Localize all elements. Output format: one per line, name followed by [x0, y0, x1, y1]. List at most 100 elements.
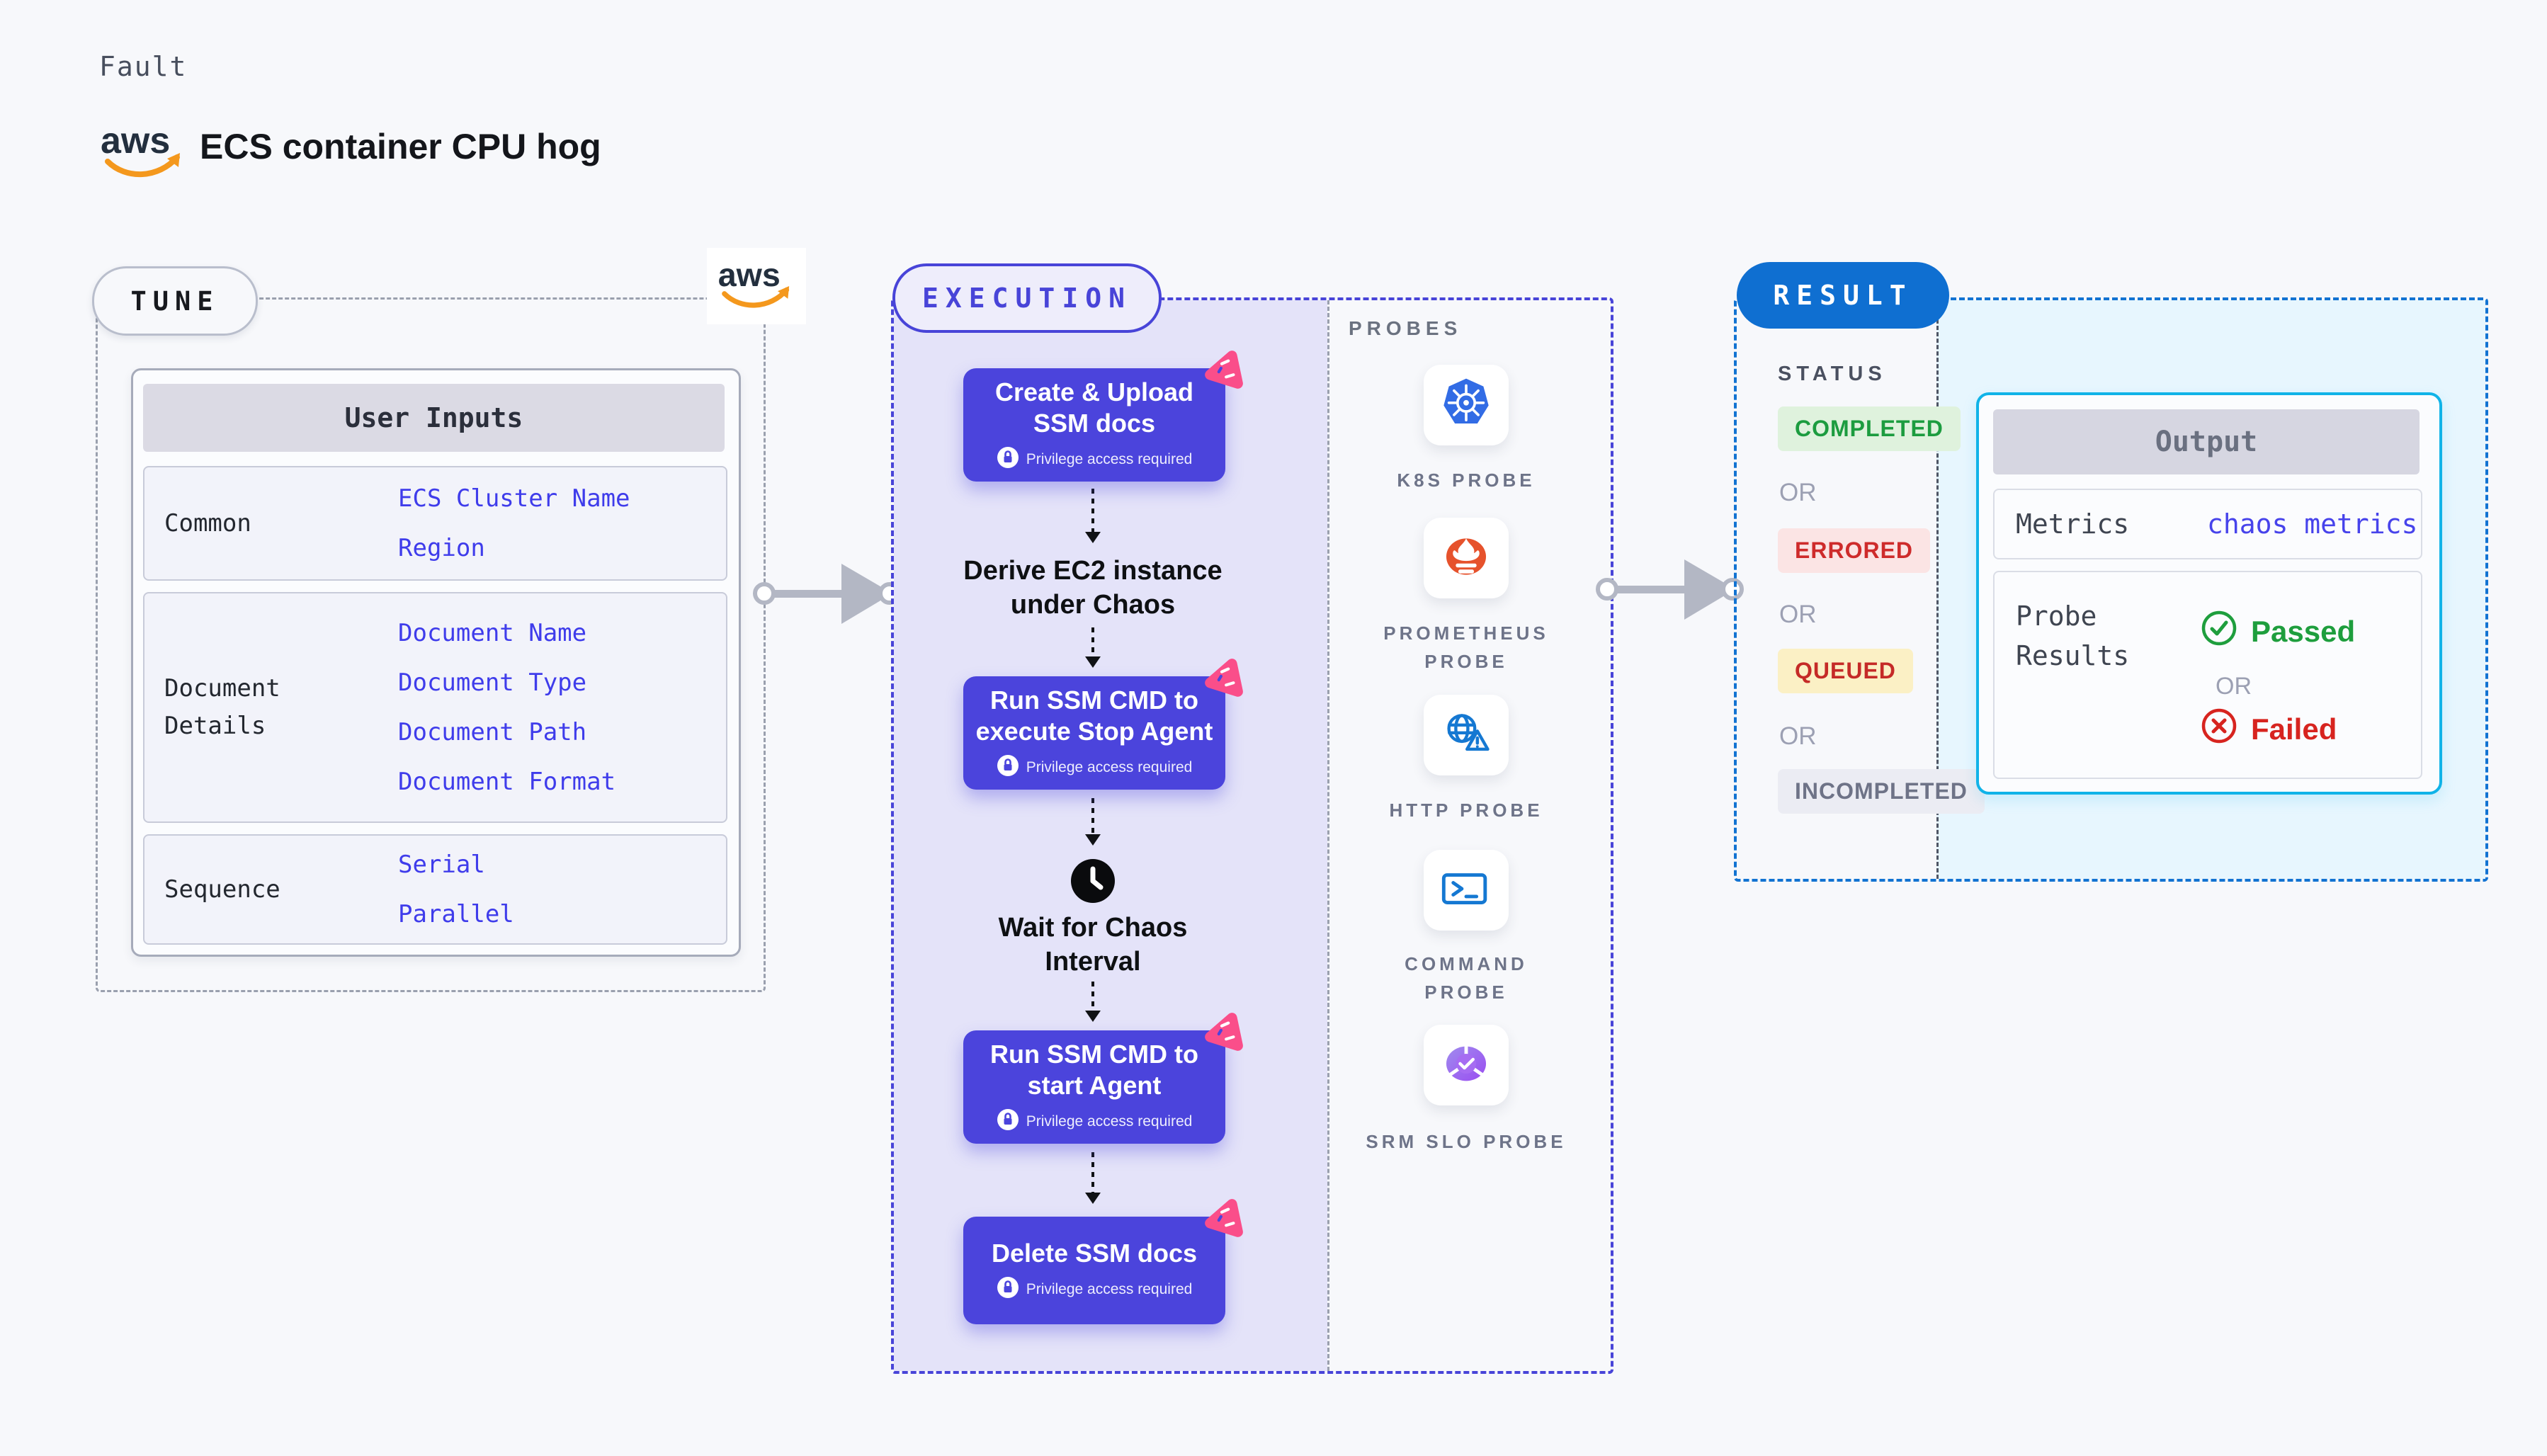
result-divider — [1936, 300, 1939, 879]
input-row-label: Document Details — [164, 674, 280, 740]
lock-icon — [997, 754, 1019, 781]
or-label: OR — [1779, 601, 1817, 628]
prometheus-icon — [1439, 529, 1494, 588]
failed-indicator: Failed — [2200, 707, 2337, 752]
passed-indicator: Passed — [2200, 609, 2355, 654]
tune-section — [96, 297, 766, 992]
status-heading: STATUS — [1778, 363, 1887, 385]
input-value: Region — [398, 534, 485, 562]
passed-text: Passed — [2251, 615, 2356, 648]
step-delete-ssm-docs: Delete SSM docs Privilege access require… — [963, 1199, 1243, 1324]
aws-logo: aws — [707, 248, 806, 324]
kubernetes-icon — [1439, 376, 1494, 435]
result-badge: RESULT — [1737, 262, 1949, 329]
flow-connector — [1091, 627, 1094, 664]
status-badge-completed: COMPLETED — [1778, 406, 1961, 451]
step-derive-ec2-label: Derive EC2 instance under Chaos — [963, 556, 1223, 620]
slo-donut-icon — [1439, 1036, 1494, 1095]
x-circle-icon — [2200, 707, 2238, 752]
privilege-text: Privilege access required — [1026, 1281, 1193, 1297]
svg-text:aws: aws — [101, 120, 170, 161]
failed-text: Failed — [2251, 712, 2337, 746]
probe-label: HTTP PROBE — [1389, 800, 1543, 821]
status-badge-incompleted: INCOMPLETED — [1778, 769, 1985, 814]
privilege-text: Privilege access required — [1026, 1113, 1193, 1130]
step-run-ssm-stop-agent: Run SSM CMD to execute Stop Agent Privil… — [963, 659, 1243, 790]
flow-connector — [1091, 982, 1094, 1018]
chaos-icon — [1201, 1011, 1245, 1054]
probe-label: SRM SLO PROBE — [1366, 1131, 1567, 1152]
input-row-document-details: Document Details Document Name Document … — [143, 592, 727, 823]
page-title: ECS container CPU hog — [200, 127, 601, 166]
input-value: Serial — [398, 851, 485, 879]
input-value: Document Name — [398, 619, 587, 647]
clock-icon — [1070, 858, 1116, 907]
result-section: STATUS COMPLETED OR ERRORED OR QUEUED OR… — [1734, 297, 2488, 882]
input-value: Document Path — [398, 718, 587, 746]
input-value: Parallel — [398, 900, 514, 928]
probe-label: K8S PROBE — [1397, 470, 1536, 491]
privilege-note: Privilege access required — [997, 1108, 1193, 1135]
execution-section: Create & Upload SSM docs Privilege acces… — [891, 297, 1613, 1374]
probe-card-command — [1424, 850, 1509, 931]
chaos-icon — [1201, 348, 1245, 392]
input-row-values: Document Name Document Type Document Pat… — [398, 593, 616, 821]
flow-connector — [1091, 489, 1094, 540]
input-row-common: Common ECS Cluster Name Region — [143, 466, 727, 581]
probe-results-row: Probe Results Passed OR — [1993, 571, 2422, 779]
input-row-label: Common — [164, 508, 251, 538]
fault-kicker: Fault — [99, 51, 188, 82]
step-title: Delete SSM docs — [991, 1239, 1198, 1268]
aws-logo: aws — [99, 119, 188, 187]
flow-connector — [1091, 1152, 1094, 1200]
lock-icon — [997, 1276, 1019, 1303]
step-wait-chaos-label: Wait for Chaos Interval — [998, 913, 1188, 977]
status-badge-errored: ERRORED — [1778, 528, 1931, 573]
metrics-value: chaos metrics — [2207, 508, 2418, 540]
terminal-icon — [1439, 861, 1494, 920]
probe-card-prometheus — [1424, 518, 1509, 598]
input-value: Document Type — [398, 669, 587, 697]
metrics-row: Metrics chaos metrics — [1993, 489, 2422, 559]
chaos-icon — [1201, 1197, 1245, 1241]
lock-icon — [997, 446, 1019, 473]
step-title: Create & Upload SSM docs — [994, 377, 1194, 438]
tune-badge: TUNE — [92, 266, 258, 336]
input-row-label: Sequence — [164, 875, 280, 904]
flow-connector — [1091, 798, 1094, 842]
metrics-label: Metrics — [2016, 508, 2130, 540]
chaos-icon — [1201, 656, 1245, 700]
http-globe-icon — [1439, 706, 1494, 765]
probes-heading: PROBES — [1349, 317, 1463, 339]
execution-to-result-arrow — [1595, 552, 1744, 630]
input-row-sequence: Sequence Serial Parallel — [143, 834, 727, 945]
privilege-note: Privilege access required — [997, 754, 1192, 781]
probe-label: PROMETHEUS PROBE — [1383, 622, 1549, 672]
probe-card-srm-slo — [1424, 1025, 1509, 1105]
execution-badge: EXECUTION — [892, 263, 1162, 333]
svg-text:aws: aws — [718, 256, 781, 293]
probe-label: COMMAND PROBE — [1405, 953, 1528, 1003]
or-label: OR — [1779, 722, 1817, 750]
privilege-note: Privilege access required — [997, 446, 1193, 473]
privilege-note: Privilege access required — [997, 1276, 1193, 1303]
probe-results-label: Probe Results — [2016, 601, 2130, 671]
step-title: Run SSM CMD to start Agent — [990, 1040, 1198, 1100]
output-panel: Output Metrics chaos metrics Probe Resul… — [1976, 392, 2442, 795]
step-title: Run SSM CMD to execute Stop Agent — [975, 686, 1213, 746]
input-row-values: Serial Parallel — [398, 836, 514, 943]
status-badge-queued: QUEUED — [1778, 649, 1913, 693]
output-title: Output — [1993, 409, 2420, 474]
step-run-ssm-start-agent: Run SSM CMD to start Agent Privilege acc… — [963, 1013, 1243, 1144]
input-row-values: ECS Cluster Name Region — [398, 467, 630, 579]
lock-icon — [997, 1108, 1019, 1135]
input-value: ECS Cluster Name — [398, 484, 630, 513]
step-create-upload-ssm-docs: Create & Upload SSM docs Privilege acces… — [963, 351, 1243, 482]
user-inputs-title: User Inputs — [143, 384, 725, 452]
or-label: OR — [1779, 479, 1817, 506]
privilege-text: Privilege access required — [1026, 451, 1193, 467]
or-label: OR — [2216, 673, 2252, 700]
check-circle-icon — [2200, 609, 2238, 654]
probes-divider — [1327, 300, 1329, 1371]
